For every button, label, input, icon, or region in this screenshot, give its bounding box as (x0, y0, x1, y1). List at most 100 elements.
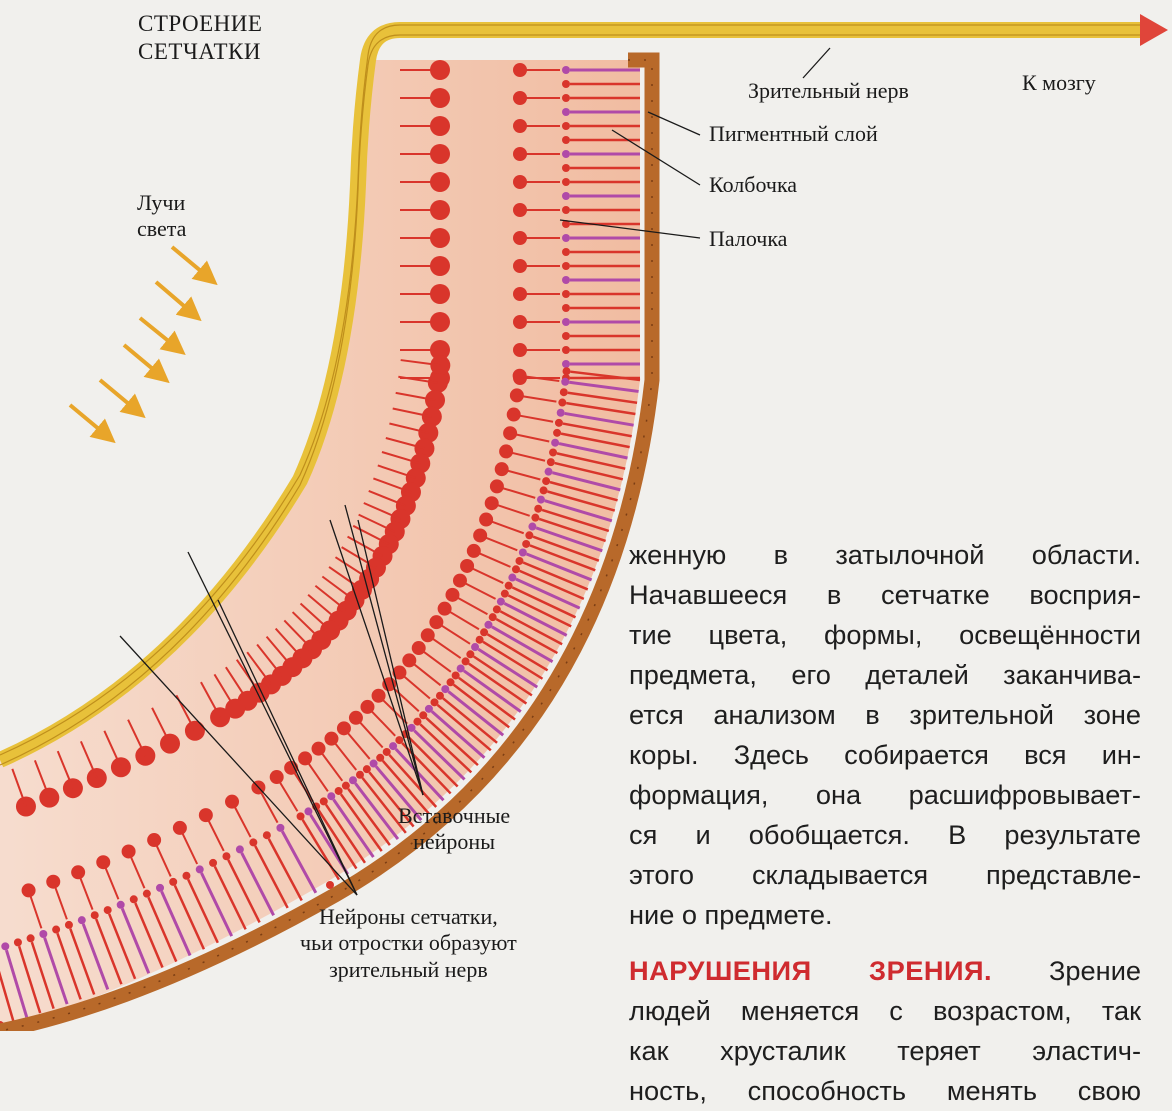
photoreceptor-nucleus (457, 664, 465, 672)
photoreceptor-nucleus (562, 248, 570, 256)
photoreceptor-nucleus (484, 621, 492, 629)
photoreceptor-nucleus (562, 178, 570, 186)
photoreceptor-nucleus (430, 698, 438, 706)
photoreceptor-nucleus (297, 812, 305, 820)
photoreceptor-nucleus (542, 477, 550, 485)
photoreceptor-nucleus (327, 792, 335, 800)
photoreceptor-nucleus (335, 787, 343, 795)
light-rays (70, 247, 214, 440)
photoreceptor-nucleus (537, 496, 545, 504)
photoreceptor-nucleus (562, 332, 570, 340)
photoreceptor-nucleus (562, 94, 570, 102)
photoreceptor-nucleus (508, 574, 516, 582)
photoreceptor-nucleus (91, 911, 99, 919)
photoreceptor-nucleus (480, 628, 488, 636)
light-ray-arrow-icon (172, 247, 214, 282)
photoreceptor-nucleus (555, 419, 563, 427)
photoreceptor-nucleus (236, 845, 244, 853)
light-label-line: Лучи (137, 190, 186, 216)
photoreceptor-nucleus (497, 598, 505, 606)
photoreceptor-nucleus (222, 852, 230, 860)
text-line: тие цвета, формы, освещённости (629, 615, 1141, 655)
interneurons-label: Вставочные нейроны (398, 803, 510, 856)
photoreceptor-nucleus (519, 549, 527, 557)
photoreceptor-nucleus (522, 540, 530, 548)
to-brain-arrow-icon (1140, 14, 1168, 46)
light-ray-arrow-icon (140, 318, 182, 352)
photoreceptor-nucleus (452, 671, 460, 679)
photoreceptor-nucleus (515, 557, 523, 565)
photoreceptor-nucleus (209, 859, 217, 867)
photoreceptor-nucleus (425, 705, 433, 713)
photoreceptor-nucleus (143, 890, 151, 898)
photoreceptor-nucleus (169, 878, 177, 886)
photoreceptor-nucleus (320, 797, 328, 805)
text-line: женную в затылочной области. (629, 535, 1141, 575)
photoreceptor-nucleus (558, 399, 566, 407)
photoreceptor-nucleus (419, 711, 427, 719)
light-ray-arrow-icon (156, 282, 198, 318)
photoreceptor-nucleus (562, 346, 570, 354)
photoreceptor-nucleus (563, 367, 571, 375)
photoreceptor-nucleus (531, 514, 539, 522)
retinal-neurons-label-line: чьи отростки образуют (300, 930, 517, 956)
photoreceptor-nucleus (562, 164, 570, 172)
optic-nerve-label: Зрительный нерв (748, 78, 909, 104)
section-heading: НАРУШЕНИЯ ЗРЕНИЯ. (629, 955, 992, 986)
text-line: ся и обобщается. В результате (629, 815, 1141, 855)
photoreceptor-nucleus (547, 458, 555, 466)
rod-label: Палочка (709, 226, 787, 252)
photoreceptor-nucleus (512, 565, 520, 573)
light-ray-arrow-icon (124, 345, 166, 380)
text-line: этого складывается представле- (629, 855, 1141, 895)
photoreceptor-nucleus (130, 895, 138, 903)
photoreceptor-nucleus (562, 136, 570, 144)
light-ray-arrow-icon (70, 405, 112, 440)
photoreceptor-nucleus (276, 824, 284, 832)
light-ray-arrow-icon (100, 380, 142, 415)
photoreceptor-nucleus (562, 360, 570, 368)
retinal-neurons-label-line: зрительный нерв (300, 957, 517, 983)
photoreceptor-nucleus (389, 742, 397, 750)
figure-title: СТРОЕНИЕ СЕТЧАТКИ (138, 10, 262, 65)
photoreceptor-nucleus (349, 776, 357, 784)
photoreceptor-nucleus (545, 468, 553, 476)
text-line: ние о предмете. (629, 895, 1141, 935)
interneuron (499, 444, 513, 458)
photoreceptor-nucleus (52, 926, 60, 934)
interneurons-label-line: нейроны (398, 829, 510, 855)
photoreceptor-nucleus (561, 378, 569, 386)
text-line: Начавшееся в сетчатке восприя- (629, 575, 1141, 615)
photoreceptor-nucleus (376, 754, 384, 762)
light-label: Лучи света (137, 190, 186, 243)
photoreceptor-nucleus (441, 685, 449, 693)
interneurons-label-line: Вставочные (398, 803, 510, 829)
photoreceptor-nucleus (342, 782, 350, 790)
photoreceptor-nucleus (562, 262, 570, 270)
photoreceptor-nucleus (304, 807, 312, 815)
photoreceptor-nucleus (263, 831, 271, 839)
photoreceptor-nucleus (466, 650, 474, 658)
photoreceptor-nucleus (493, 605, 501, 613)
photoreceptor-nucleus (562, 80, 570, 88)
photoreceptor-nucleus (413, 718, 421, 726)
photoreceptor-nucleus (117, 901, 125, 909)
photoreceptor-nucleus (395, 736, 403, 744)
photoreceptor-nucleus (196, 865, 204, 873)
photoreceptor-nucleus (562, 108, 570, 116)
photoreceptor-nucleus (562, 66, 570, 74)
photoreceptor-nucleus (562, 234, 570, 242)
photoreceptor-nucleus (525, 531, 533, 539)
photoreceptor-nucleus (65, 921, 73, 929)
photoreceptor-nucleus (462, 657, 470, 665)
retina-tissue (0, 60, 640, 1031)
photoreceptor-nucleus (489, 613, 497, 621)
text-line: ется анализом в зрительной зоне (629, 695, 1141, 735)
to-brain-label: К мозгу (1022, 70, 1096, 96)
photoreceptor-nucleus (562, 150, 570, 158)
photoreceptor-nucleus (562, 122, 570, 130)
photoreceptor-nucleus (249, 838, 257, 846)
photoreceptor-nucleus (562, 290, 570, 298)
photoreceptor-nucleus (534, 505, 542, 513)
photoreceptor-nucleus (562, 304, 570, 312)
